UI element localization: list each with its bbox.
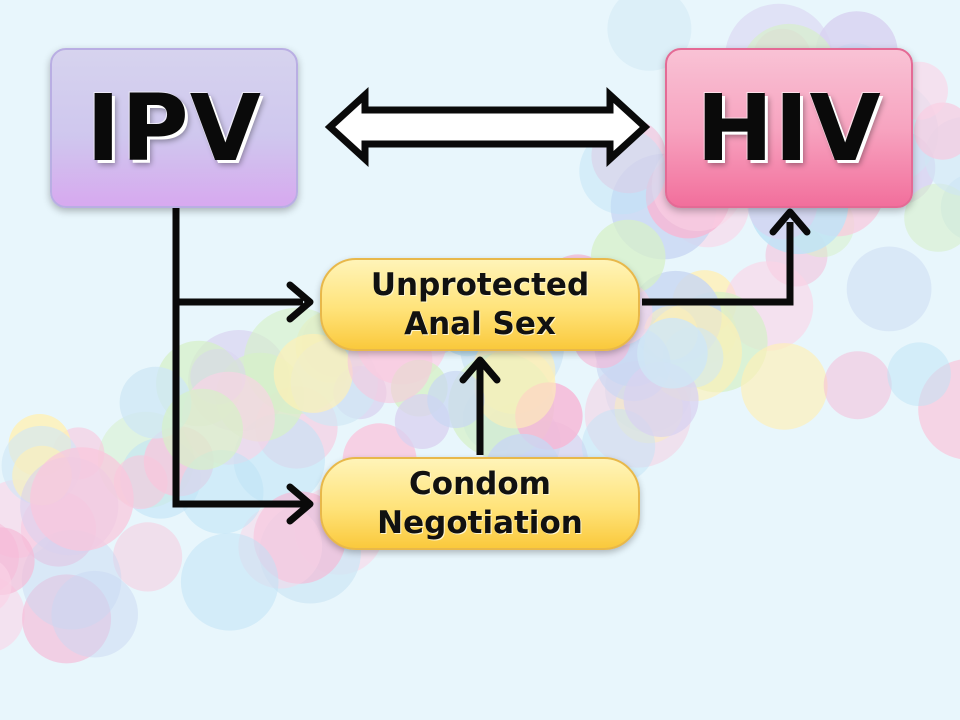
confetti-dot — [427, 370, 485, 429]
unprotected-anal-sex-node: Unprotected Anal Sex — [320, 258, 640, 351]
confetti-dot — [273, 333, 353, 413]
confetti-dot — [51, 570, 139, 658]
confetti-dot — [637, 317, 708, 389]
confetti-dot — [22, 574, 112, 664]
connector-unprotected-to-hiv — [642, 222, 794, 306]
ipv-label: IPV — [86, 74, 262, 182]
confetti-dot — [30, 447, 134, 551]
confetti-dot — [846, 246, 932, 332]
confetti-dot — [904, 183, 960, 252]
confetti-dot — [180, 533, 279, 631]
condom-negotiation-label-line-2: Negotiation — [377, 504, 583, 541]
condom-negotiation-node: Condom Negotiation — [320, 457, 640, 550]
confetti-dot — [161, 388, 243, 470]
double-arrow-ipv-hiv — [324, 87, 651, 167]
hiv-node: HIV — [665, 48, 913, 208]
confetti-dot — [887, 342, 951, 407]
confetti-dot — [179, 450, 264, 534]
arrowhead-to-unprotected-anal-sex — [286, 281, 314, 323]
unprotected-anal-sex-label-line-1: Unprotected — [370, 266, 590, 303]
confetti-dot — [474, 346, 556, 429]
confetti-dot — [579, 127, 666, 215]
condom-negotiation-label-line-1: Condom — [409, 465, 551, 502]
arrowhead-up-to-hiv — [769, 208, 811, 236]
hiv-label: HIV — [696, 74, 882, 182]
unprotected-anal-sex-label-line-2: Anal Sex — [404, 305, 556, 342]
ipv-node: IPV — [50, 48, 298, 208]
confetti-dot — [21, 529, 122, 630]
arrowhead-to-condom-negotiation — [286, 483, 314, 525]
confetti-dot — [113, 522, 183, 592]
confetti-dot — [823, 351, 892, 420]
confetti-dot — [741, 343, 828, 430]
confetti-dot — [0, 562, 12, 609]
connector-ipv-trunk — [172, 206, 307, 508]
arrowhead-up-to-unprotected-anal-sex — [459, 356, 501, 384]
